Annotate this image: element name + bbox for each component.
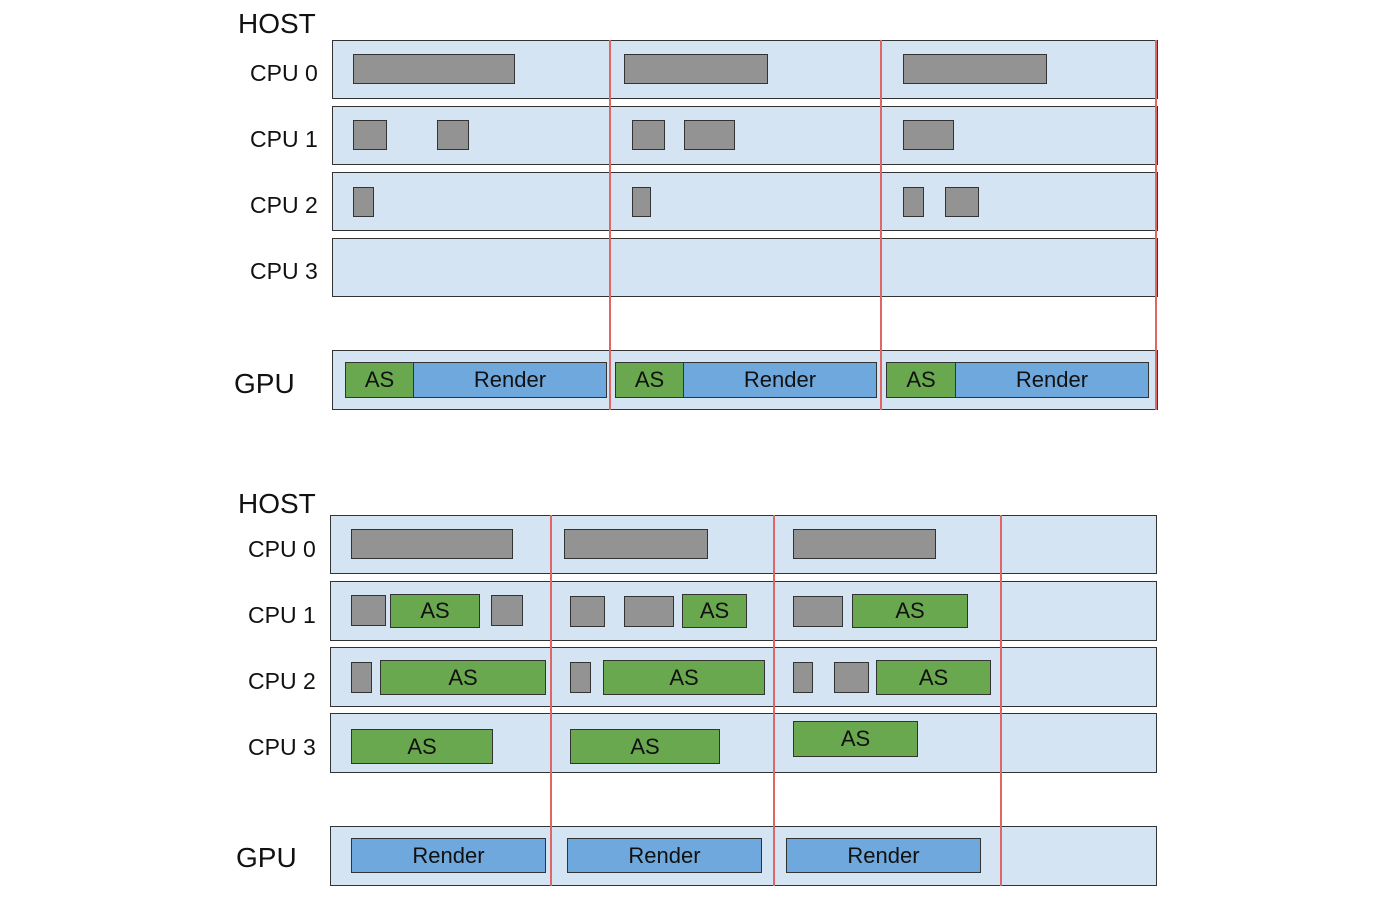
cpu-task <box>437 120 469 150</box>
cpu-task <box>684 120 735 150</box>
top-gpu-label: GPU <box>234 368 295 399</box>
cpu-task <box>570 662 591 693</box>
gpu-as-block: AS <box>886 362 956 398</box>
bottom-host-label: HOST <box>238 488 316 519</box>
frame-boundary-line <box>1155 40 1157 410</box>
cpu-task <box>353 187 374 217</box>
cpu-task <box>945 187 979 217</box>
cpu-task <box>353 54 515 84</box>
cpu-task <box>903 120 954 150</box>
gpu-render-block: Render <box>786 838 981 873</box>
cpu-task <box>570 596 605 627</box>
top-host-label: HOST <box>238 8 316 39</box>
cpu-as-block: AS <box>351 729 493 764</box>
gpu-as-block: AS <box>345 362 414 398</box>
cpu-as-block: AS <box>682 594 747 628</box>
cpu-as-block: AS <box>793 721 918 757</box>
top-cpu1-label: CPU 1 <box>250 126 318 152</box>
top-cpu0-label: CPU 0 <box>250 60 318 86</box>
cpu-task <box>793 662 813 693</box>
frame-boundary-line <box>1000 515 1002 886</box>
frame-boundary-line <box>550 515 552 886</box>
top-cpu3-label: CPU 3 <box>250 258 318 284</box>
cpu-as-block: AS <box>390 594 480 628</box>
cpu-task <box>564 529 708 559</box>
gpu-render-block: Render <box>955 362 1149 398</box>
top-cpu2-label: CPU 2 <box>250 192 318 218</box>
cpu-as-block: AS <box>876 660 991 695</box>
cpu-task <box>351 529 513 559</box>
cpu-as-block: AS <box>852 594 968 628</box>
frame-boundary-line <box>773 515 775 886</box>
cpu-task <box>351 662 372 693</box>
top-cpu2-lane <box>332 172 1158 231</box>
cpu-task <box>353 120 387 150</box>
cpu-task <box>632 120 665 150</box>
gpu-render-block: Render <box>683 362 877 398</box>
bottom-cpu1-label: CPU 1 <box>248 602 316 628</box>
frame-boundary-line <box>609 40 611 410</box>
top-cpu1-lane <box>332 106 1158 165</box>
gpu-render-block: Render <box>413 362 607 398</box>
cpu-task <box>793 529 936 559</box>
cpu-as-block: AS <box>570 729 720 764</box>
cpu-as-block: AS <box>380 660 546 695</box>
cpu-task <box>491 595 523 626</box>
top-cpu3-lane <box>332 238 1158 297</box>
cpu-task <box>624 596 674 627</box>
cpu-task <box>903 187 924 217</box>
gpu-as-block: AS <box>615 362 684 398</box>
cpu-task <box>903 54 1047 84</box>
cpu-task <box>632 187 651 217</box>
cpu-task <box>351 595 386 626</box>
frame-boundary-line <box>880 40 882 410</box>
cpu-task <box>624 54 768 84</box>
top-timeline-diagram: HOST CPU 0 CPU 1 CPU 2 CPU 3 GPU AS Rend… <box>0 0 1400 440</box>
bottom-gpu-label: GPU <box>236 842 297 873</box>
cpu-task <box>834 662 869 693</box>
cpu-task <box>793 596 843 627</box>
gpu-render-block: Render <box>351 838 546 873</box>
bottom-cpu3-label: CPU 3 <box>248 734 316 760</box>
bottom-cpu2-label: CPU 2 <box>248 668 316 694</box>
gpu-render-block: Render <box>567 838 762 873</box>
bottom-cpu0-label: CPU 0 <box>248 536 316 562</box>
cpu-as-block: AS <box>603 660 765 695</box>
